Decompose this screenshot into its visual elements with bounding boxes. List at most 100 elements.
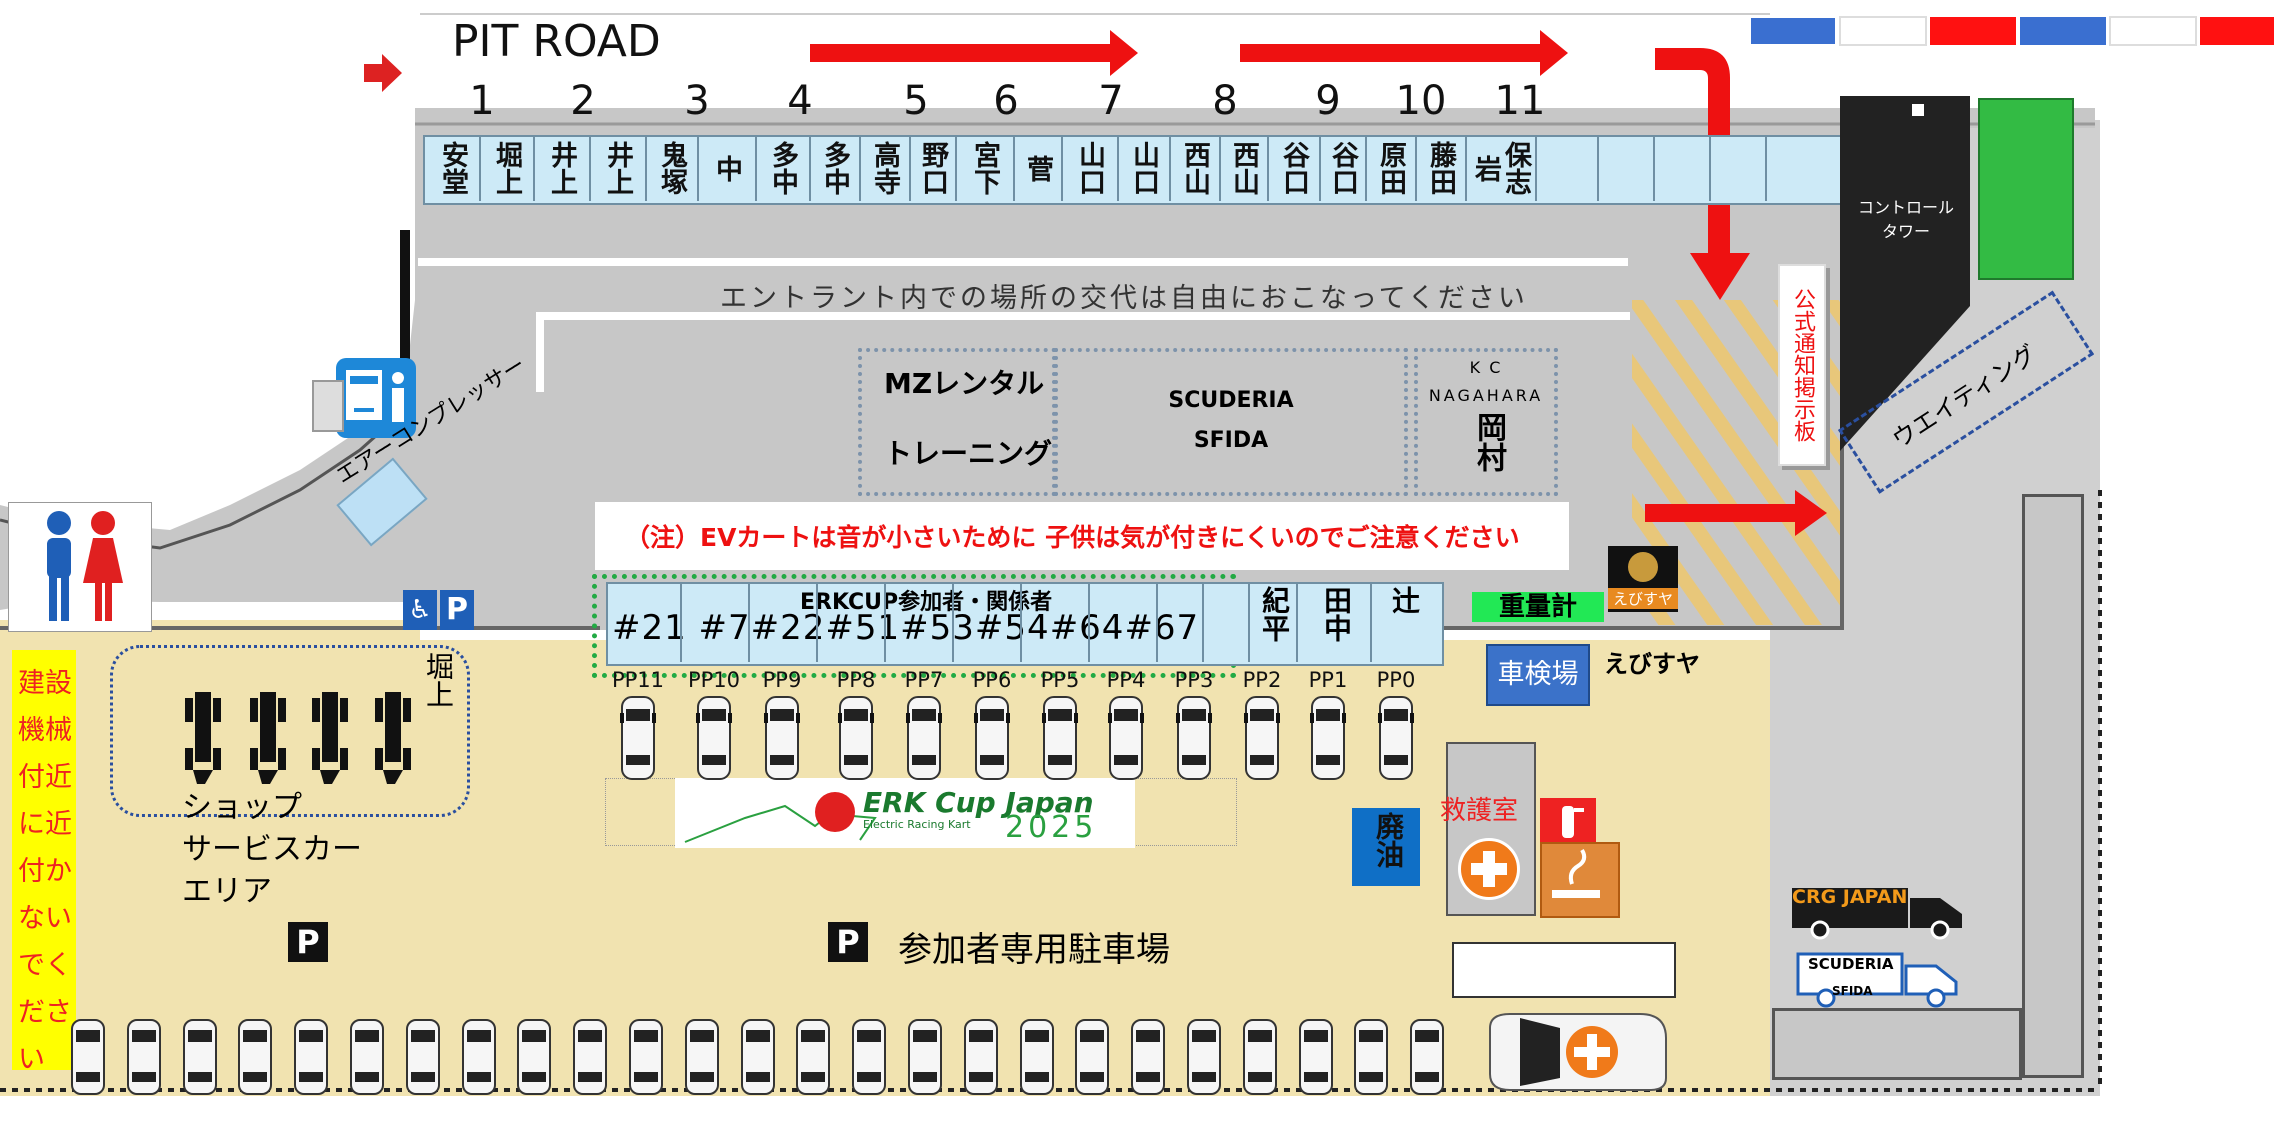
parking-icon: P xyxy=(288,922,328,962)
car-icon xyxy=(628,1018,664,1096)
car-icon xyxy=(293,1018,329,1096)
crg-label: CRG JAPAN xyxy=(1792,886,1908,908)
toilet-icon xyxy=(8,502,152,632)
scale-label: 重量計 xyxy=(1472,592,1604,622)
kart-icon xyxy=(185,690,221,786)
arrow-right-icon xyxy=(360,40,400,1136)
pit-stall: 谷口 xyxy=(1267,135,1321,201)
truck-icon xyxy=(1792,888,1962,940)
pit-number: 9 xyxy=(1315,78,1341,124)
erk-title: ERKCUP参加者・関係者 xyxy=(800,590,1053,615)
car-icon xyxy=(1409,1018,1445,1096)
pit-stall: 安堂 xyxy=(425,135,481,201)
pit-stall: 原田 xyxy=(1365,135,1417,201)
pp-label: PP3 xyxy=(1174,668,1214,692)
pit-stall: 井上 xyxy=(533,135,591,201)
ev-caution-box: （注）EVカートは音が小さいために 子供は気が付きにくいのでご注意ください xyxy=(595,502,1569,570)
pp-label: PP4 xyxy=(1106,668,1146,692)
erk-cell-divider xyxy=(1156,582,1158,662)
sfida-label: SFIDA xyxy=(1193,428,1269,453)
pp-label: PP2 xyxy=(1242,668,1282,692)
pit-stall xyxy=(1597,135,1655,201)
pit-number: 5 xyxy=(903,78,929,124)
arrow-down-icon xyxy=(1655,48,1750,300)
fire-extinguisher-icon xyxy=(1540,798,1596,844)
entrant-swap-notice: エントラント内での場所の交代は自由におこなってください xyxy=(720,283,1528,314)
service-car-label: サービスカー xyxy=(182,832,362,867)
ebisuya-label: えびすヤ xyxy=(1604,650,1700,678)
pit-stall: 山口 xyxy=(1117,135,1171,201)
pp-label: PP5 xyxy=(1040,668,1080,692)
pit-number: 4 xyxy=(787,78,813,124)
smoking-icon xyxy=(1540,842,1620,918)
erk-cell-divider xyxy=(816,582,818,662)
pit-stall: 菅 xyxy=(1013,135,1063,201)
pit-stall xyxy=(1709,135,1767,201)
erk-cell-divider xyxy=(1370,582,1372,662)
car-icon xyxy=(237,1018,273,1096)
pit-number: 2 xyxy=(570,78,596,124)
kc-label: K C xyxy=(1469,358,1503,377)
vending-machine-icon xyxy=(336,358,416,438)
erk-cell-divider xyxy=(748,582,750,662)
car-icon xyxy=(764,695,800,781)
pp-label: PP1 xyxy=(1308,668,1348,692)
pit-stall: 保志岩 xyxy=(1465,135,1537,201)
pit-stall: 谷口 xyxy=(1319,135,1367,201)
car-icon xyxy=(1176,695,1212,781)
car-icon xyxy=(1042,695,1078,781)
kart-icon xyxy=(250,690,286,786)
pp-label: PP9 xyxy=(762,668,802,692)
car-icon xyxy=(1108,695,1144,781)
scuderia-label: SCUDERIA xyxy=(1168,388,1294,413)
waste-oil-box: 廃油 xyxy=(1352,808,1420,886)
right-building xyxy=(2022,494,2084,1078)
car-icon xyxy=(405,1018,441,1096)
pit-stall xyxy=(1535,135,1599,201)
pit-stall: 中 xyxy=(697,135,757,201)
erk-logo-sub: Electric Racing Kart xyxy=(863,818,971,831)
car-icon xyxy=(1244,695,1280,781)
erk-stall-name: 田中 xyxy=(1320,586,1353,642)
flag-4 xyxy=(2020,17,2106,45)
car-icon xyxy=(963,1018,999,1096)
pit-stall: 山口 xyxy=(1061,135,1119,201)
erk-stall-row xyxy=(606,582,1444,666)
car-icon xyxy=(1186,1018,1222,1096)
pp-label: PP0 xyxy=(1376,668,1416,692)
pit-stall-row xyxy=(423,135,1843,205)
pp-label: PP6 xyxy=(972,668,1012,692)
ebisuya-badge-text: えびすヤ xyxy=(1608,588,1678,609)
car-icon xyxy=(182,1018,218,1096)
pit-number: 1 xyxy=(469,78,495,124)
erk-logo: ERK Cup Japan Electric Racing Kart 2025 xyxy=(675,778,1135,848)
first-aid-icon xyxy=(1458,838,1520,900)
scuderia-truck-label: SCUDERIA xyxy=(1808,955,1894,973)
sfida-truck-label: SFIDA xyxy=(1832,984,1873,998)
car-icon xyxy=(1489,1013,1667,1091)
car-icon xyxy=(1019,1018,1055,1096)
pit-stall: 多中 xyxy=(809,135,861,201)
pit-number: 7 xyxy=(1098,78,1124,124)
pit-number: 3 xyxy=(684,78,710,124)
erk-cell-divider xyxy=(1296,582,1298,662)
flag-6 xyxy=(2200,17,2274,45)
first-aid-label: 救護室 xyxy=(1440,796,1519,826)
control-tower-label: コントロールタワー xyxy=(1858,198,1955,241)
pit-stall: 多中 xyxy=(755,135,811,201)
pp-label: PP7 xyxy=(904,668,944,692)
green-building xyxy=(1978,98,2074,280)
okamura-label: 岡村 xyxy=(1471,412,1506,472)
inspection-box: 車検場 xyxy=(1486,644,1590,706)
car-icon xyxy=(740,1018,776,1096)
car-icon xyxy=(684,1018,720,1096)
car-icon xyxy=(1378,695,1414,781)
wheelchair-icon: ♿ xyxy=(403,590,437,630)
pit-stall: 西山 xyxy=(1169,135,1221,201)
pp-label: PP11 xyxy=(611,668,665,692)
erk-stall-name: 辻 xyxy=(1388,586,1421,614)
flag-3 xyxy=(1930,17,2016,45)
parking-icon: P xyxy=(828,922,868,962)
pit-stall: 高寺 xyxy=(859,135,911,201)
car-icon xyxy=(851,1018,887,1096)
